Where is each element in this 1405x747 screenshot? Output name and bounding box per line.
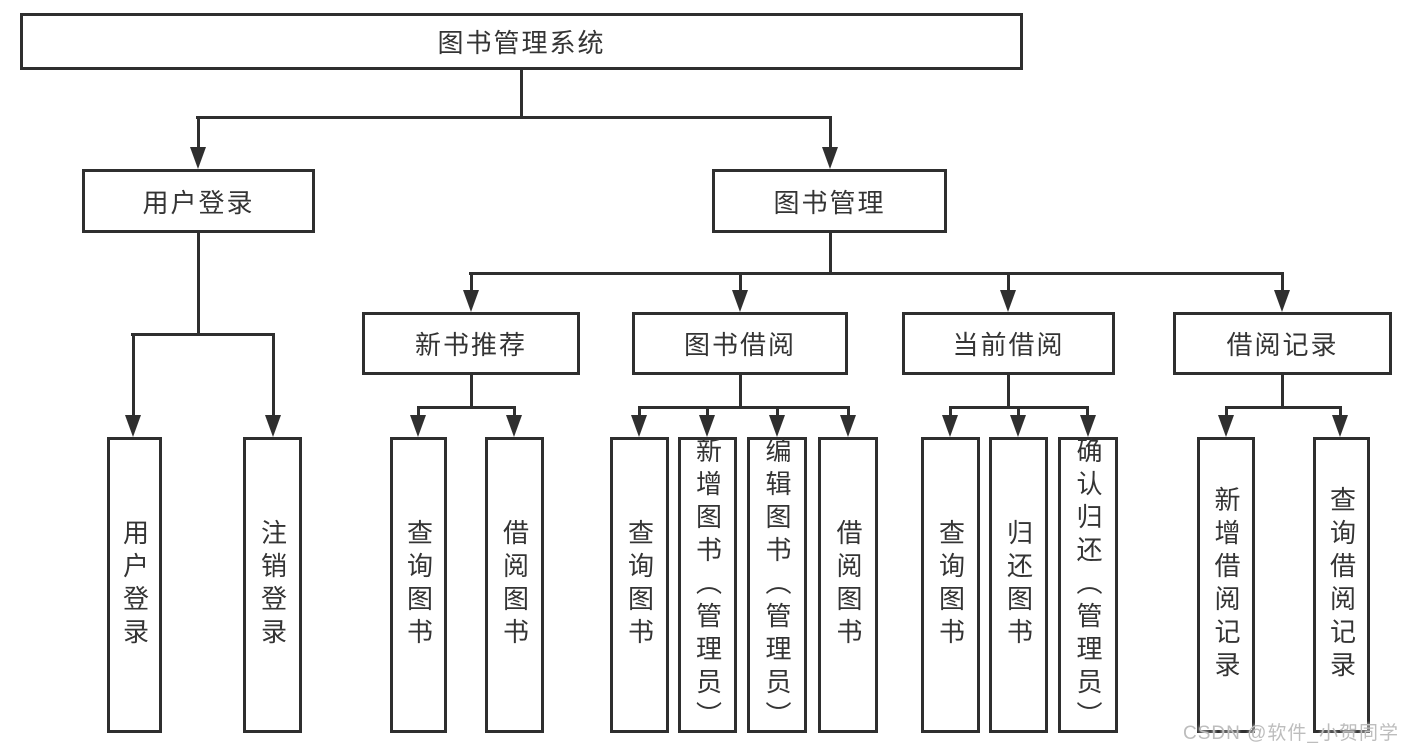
connector-root-arm-left — [196, 116, 200, 150]
node-book-borrow-label: 图书借阅 — [683, 330, 796, 360]
arrowhead-new-book-recommend — [463, 290, 479, 312]
node-borrow-records: 借阅记录 — [1173, 312, 1392, 375]
node-current-borrow-label: 当前借阅 — [952, 330, 1065, 360]
connector-userlogin-bar — [131, 333, 275, 336]
connector-userlogin-stem — [197, 233, 200, 336]
connector-bookborrow-arm4 — [846, 406, 850, 418]
node-new-book-recommend-label: 新书推荐 — [414, 330, 527, 360]
leaf-query-borrow-record-label: 查询借阅记录 — [1326, 486, 1357, 684]
arrowhead-leaf-query-books-3 — [942, 415, 958, 437]
connector-bookmgmt-bar — [469, 272, 1283, 275]
leaf-user-login-label: 用户登录 — [119, 519, 150, 651]
leaf-return-book: 归还图书 — [989, 437, 1048, 733]
connector-bookmgmt-arm3 — [1007, 272, 1010, 292]
node-root: 图书管理系统 — [20, 13, 1023, 70]
connector-root-bar — [196, 116, 832, 119]
arrowhead-leaf-borrow-books-2 — [840, 415, 856, 437]
connector-root-stem — [520, 70, 523, 119]
leaf-borrow-books-2: 借阅图书 — [818, 437, 878, 733]
connector-bookborrow-arm2 — [706, 406, 709, 418]
leaf-add-book-admin-label: 新增图书（管理员） — [692, 436, 723, 734]
connector-records-stem — [1281, 375, 1284, 409]
arrowhead-leaf-logout — [265, 415, 281, 437]
connector-bookborrow-bar — [638, 406, 850, 409]
arrowhead-book-borrow — [732, 290, 748, 312]
watermark: CSDN @软件_小贺同学 — [1183, 723, 1399, 744]
leaf-query-books-3-label: 查询图书 — [935, 519, 966, 651]
leaf-logout: 注销登录 — [243, 437, 302, 733]
connector-newbook-arm2 — [513, 406, 516, 418]
leaf-confirm-return-admin-label: 确认归还（管理员） — [1073, 436, 1103, 734]
connector-currentborrow-arm2 — [1017, 406, 1020, 418]
connector-bookmgmt-stem — [828, 233, 832, 275]
leaf-logout-label: 注销登录 — [257, 519, 288, 651]
arrowhead-current-borrow — [1000, 290, 1016, 312]
arrowhead-leaf-query-record — [1332, 415, 1348, 437]
connector-bookborrow-arm1 — [638, 406, 641, 418]
arrowhead-leaf-query-books-2 — [631, 415, 647, 437]
leaf-query-books-2-label: 查询图书 — [624, 519, 655, 651]
connector-bookmgmt-arm4 — [1281, 272, 1284, 292]
arrowhead-leaf-query-books-1 — [410, 415, 426, 437]
leaf-user-login: 用户登录 — [107, 437, 162, 733]
leaf-confirm-return-admin: 确认归还（管理员） — [1058, 436, 1118, 734]
connector-bookborrow-arm3 — [775, 406, 779, 418]
arrowhead-leaf-add-book — [699, 415, 715, 437]
connector-records-arm1 — [1224, 406, 1228, 418]
arrowhead-leaf-user-login — [125, 415, 141, 437]
node-borrow-records-label: 借阅记录 — [1226, 330, 1339, 360]
connector-bookborrow-stem — [738, 375, 742, 409]
arrowhead-user-login — [190, 147, 206, 169]
node-user-login: 用户登录 — [82, 169, 315, 233]
leaf-add-borrow-record-label: 新增借阅记录 — [1211, 486, 1241, 684]
leaf-edit-book-admin-label: 编辑图书（管理员） — [762, 436, 792, 734]
node-current-borrow: 当前借阅 — [902, 312, 1115, 375]
leaf-edit-book-admin: 编辑图书（管理员） — [747, 436, 807, 734]
node-user-login-label: 用户登录 — [142, 187, 255, 218]
connector-currentborrow-stem — [1007, 375, 1010, 409]
arrowhead-book-management — [822, 147, 838, 169]
connector-userlogin-arm2 — [271, 333, 275, 417]
leaf-add-book-admin: 新增图书（管理员） — [678, 436, 737, 734]
node-book-borrow: 图书借阅 — [632, 312, 848, 375]
arrowhead-leaf-edit-book — [769, 415, 785, 437]
leaf-query-books-1-label: 查询图书 — [403, 519, 434, 651]
connector-newbook-arm1 — [417, 406, 420, 418]
leaf-borrow-books-1-label: 借阅图书 — [499, 519, 530, 651]
leaf-query-borrow-record: 查询借阅记录 — [1313, 437, 1370, 733]
connector-bookmgmt-arm1 — [469, 272, 473, 292]
leaf-query-books-3: 查询图书 — [921, 437, 980, 733]
node-root-label: 图书管理系统 — [437, 28, 606, 58]
arrowhead-leaf-add-record — [1218, 415, 1234, 437]
connector-root-arm-right — [828, 116, 832, 150]
leaf-add-borrow-record: 新增借阅记录 — [1197, 437, 1255, 733]
connector-records-bar — [1224, 406, 1342, 409]
connector-records-arm2 — [1338, 406, 1342, 418]
connector-currentborrow-arm1 — [949, 406, 952, 418]
leaf-return-book-label: 归还图书 — [1003, 519, 1034, 651]
arrowhead-leaf-confirm-return — [1080, 415, 1096, 437]
connector-userlogin-arm1 — [131, 333, 135, 417]
node-book-management-label: 图书管理 — [773, 187, 886, 218]
leaf-query-books-2: 查询图书 — [610, 437, 669, 733]
connector-newbook-bar — [417, 406, 516, 409]
connector-newbook-stem — [469, 375, 473, 409]
arrowhead-borrow-records — [1274, 290, 1290, 312]
arrowhead-leaf-return-book — [1010, 415, 1026, 437]
leaf-query-books-1: 查询图书 — [390, 437, 447, 733]
leaf-borrow-books-2-label: 借阅图书 — [833, 519, 863, 651]
node-new-book-recommend: 新书推荐 — [362, 312, 580, 375]
node-book-management: 图书管理 — [712, 169, 947, 233]
arrowhead-leaf-borrow-books-1 — [506, 415, 522, 437]
leaf-borrow-books-1: 借阅图书 — [485, 437, 544, 733]
connector-currentborrow-arm3 — [1086, 406, 1089, 418]
connector-bookmgmt-arm2 — [738, 272, 742, 292]
